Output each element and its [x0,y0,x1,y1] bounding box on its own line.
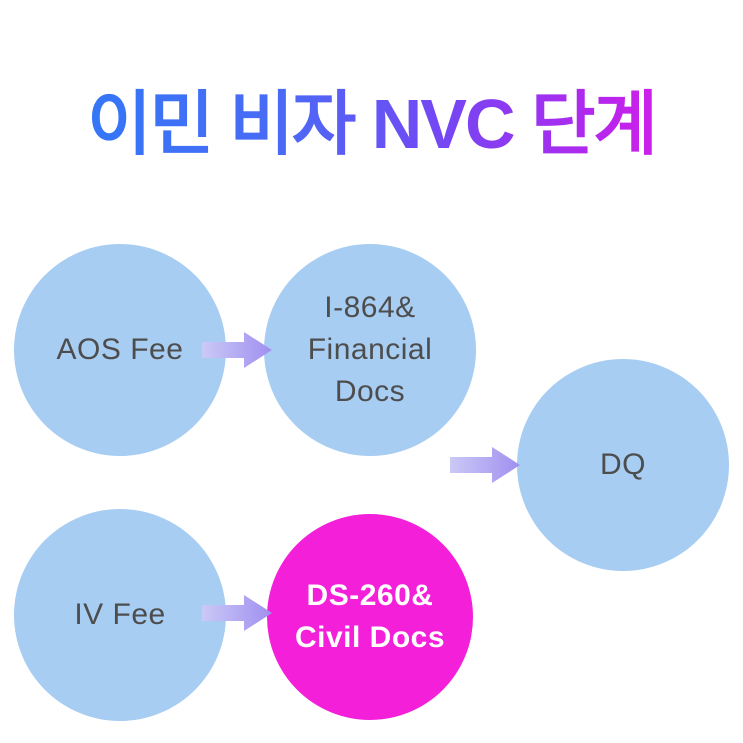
page-title: 이민 비자 NVC 단계 [0,68,743,169]
step-circle-i864-financial-docs: I-864& Financial Docs [264,244,476,456]
arrow-right-icon [202,595,272,631]
step-circle-dq: DQ [517,359,729,571]
step-label-iv-fee: IV Fee [74,598,166,631]
arrow-right-icon [450,447,520,483]
arrow-right-icon [202,332,272,368]
step-label-dq: DQ [600,448,646,481]
step-label-ds260-civil-docs: DS-260& Civil Docs [294,579,446,654]
step-circle-ds260-civil-docs: DS-260& Civil Docs [267,514,473,720]
step-label-aos-fee: AOS Fee [56,333,184,366]
step-circle-aos-fee: AOS Fee [14,244,226,456]
step-label-i864-financial-docs: I-864& Financial Docs [307,291,433,408]
step-circle-iv-fee: IV Fee [14,509,226,721]
